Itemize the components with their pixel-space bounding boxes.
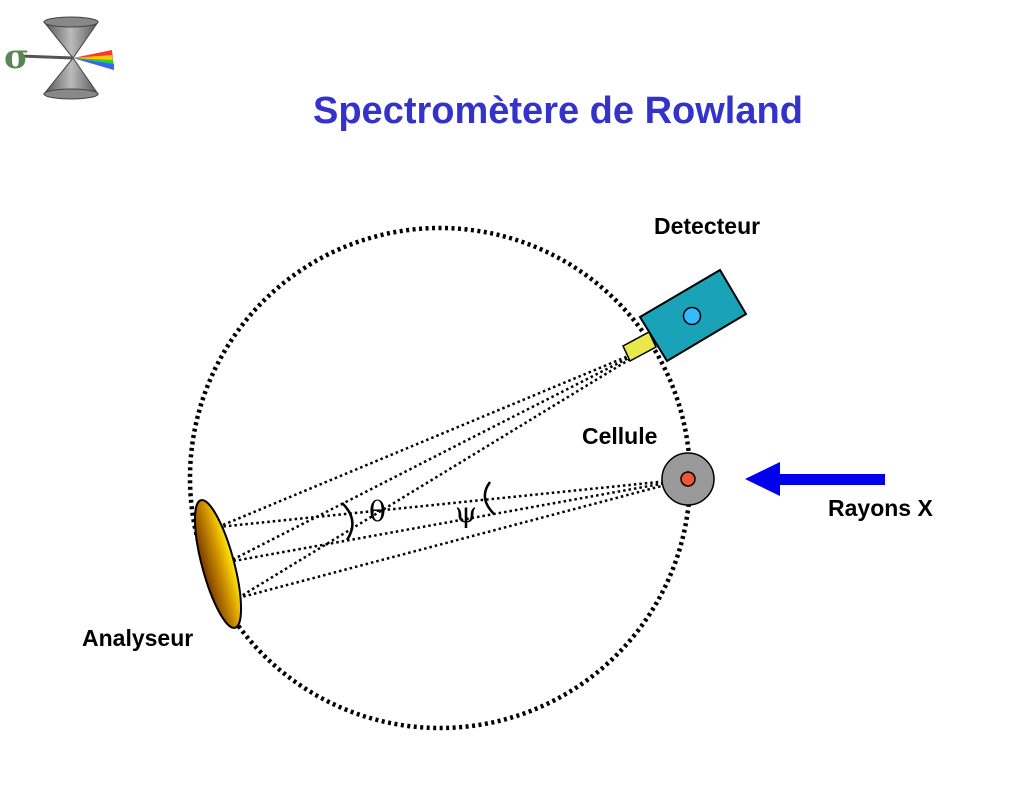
svg-text:σ: σ [4,37,29,77]
theta-arc [341,502,354,541]
sample-cell [661,452,715,506]
cell-label: Cellule [582,423,658,449]
ray-lines [217,345,689,600]
analyzer-crystal [193,499,243,629]
psi-arc [483,481,495,515]
detector-label: Detecteur [654,213,761,239]
psi-symbol: ψ [455,496,477,529]
spectroscopy-logo-icon: σ [4,16,114,100]
rowland-circle [187,225,693,731]
xray-label: Rayons X [828,495,933,521]
theta-symbol: θ [369,495,386,528]
page-title: Spectromètere de Rowland [313,90,803,132]
xray-arrow-icon [745,462,885,496]
detector [622,268,748,363]
analyzer-label: Analyseur [82,625,194,651]
